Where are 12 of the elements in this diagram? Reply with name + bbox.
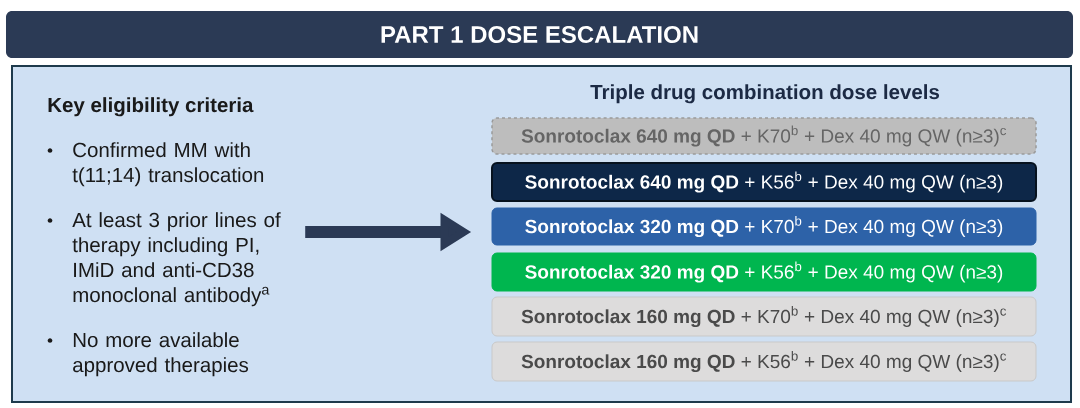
dose-level-box: Sonrotoclax 320 mg QD + K70$^{b}$ + Dex 40 mg QW (n≥3) — [491, 207, 1037, 246]
dose-level-box: Sonrotoclax 160 mg QD + K56$^{b}$ + Dex 40 mg QW (n≥3)$^{c}$ — [491, 341, 1037, 382]
bullet-text: No more available approved therapies — [73, 332, 249, 377]
dose-level-box: Sonrotoclax 640 mg QD + K70$^{b}$ + Dex 40 mg QW (n≥3)$^{c}$ — [491, 117, 1037, 155]
section-heading: Triple drug combination dose levels — [590, 84, 940, 104]
criteria-heading: Key eligibility criteria — [48, 97, 254, 117]
dose-level-box: Sonrotoclax 160 mg QD + K70$^{b}$ + Dex 40 mg QW (n≥3)$^{c}$ — [491, 296, 1037, 337]
dose-level-box: Sonrotoclax 320 mg QD + K56$^{b}$ + Dex 40 mg QW (n≥3) — [491, 252, 1037, 292]
title-banner: PART 1 DOSE ESCALATION — [6, 11, 1073, 58]
bullet-text: At least 3 prior lines of therapy including PI, IMiD and anti-CD38 monoclonal antibody$^{a}$ — [72, 212, 281, 307]
dose-level-box: Sonrotoclax 640 mg QD + K56$^{b}$ + Dex 40 mg QW (n≥3) — [491, 162, 1037, 202]
bullet-text: Confirmed MM with t(11;14) translocation — [72, 142, 264, 187]
